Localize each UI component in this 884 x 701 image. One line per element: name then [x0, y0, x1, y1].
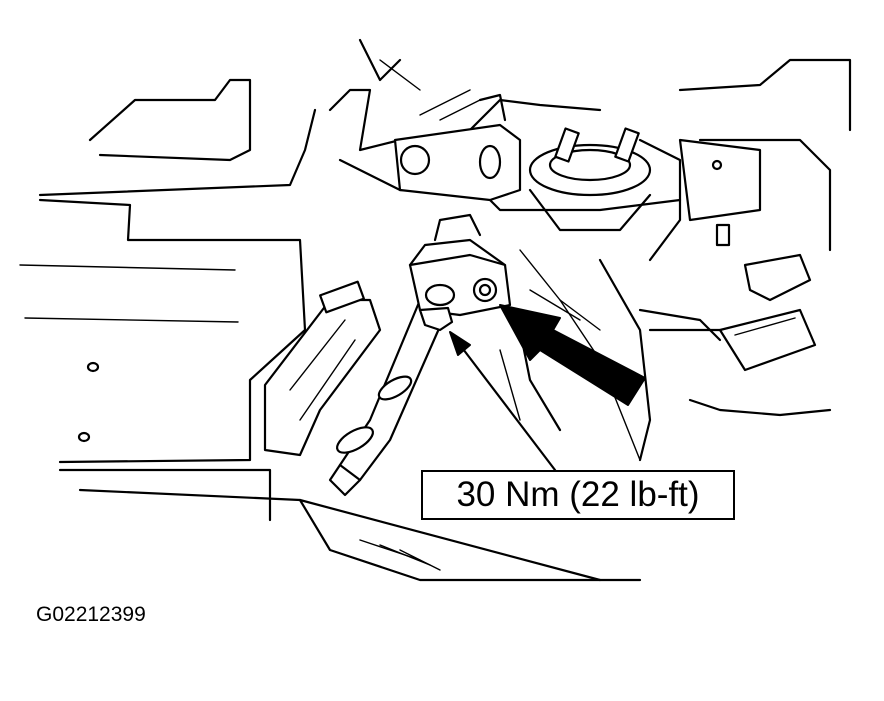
figure-id-label: G02212399 [36, 603, 146, 626]
right-panel [638, 58, 852, 417]
universal-joint [408, 213, 512, 332]
steering-shaft [298, 298, 642, 582]
torque-spec-callout: 30 Nm (22 lb-ft) [421, 470, 735, 520]
dash-structure [328, 38, 682, 212]
pedal-mount [528, 127, 652, 232]
mounting-bracket [263, 280, 382, 457]
torque-spec-label: 30 Nm (22 lb-ft) [456, 475, 700, 514]
torque-leader-arrow [449, 331, 557, 472]
location-arrow [499, 304, 646, 406]
